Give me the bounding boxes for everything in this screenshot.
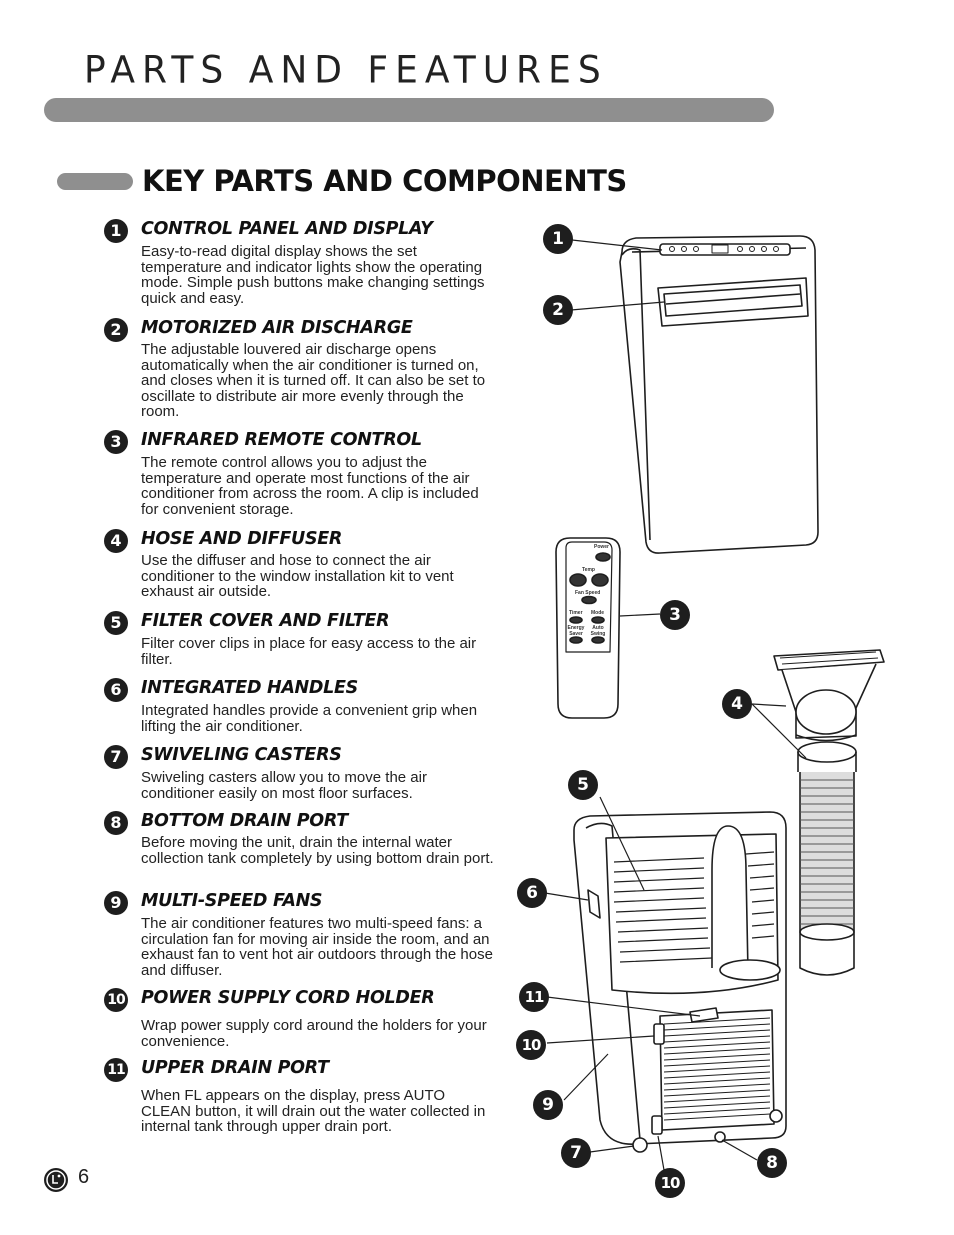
item-title: INTEGRATED HANDLES [141, 678, 358, 698]
item-number: 11 [104, 1058, 128, 1082]
item-number: 7 [104, 745, 128, 769]
callout-2: 2 [543, 295, 573, 325]
item-number: 2 [104, 318, 128, 342]
item-number: 10 [104, 988, 128, 1012]
remote-label-auto-swing: Auto Swing [590, 625, 606, 637]
remote-label-energy-saver: Energy Saver [567, 625, 585, 637]
item-title: POWER SUPPLY CORD HOLDER [141, 988, 435, 1008]
callout-7: 7 [561, 1138, 591, 1168]
lg-logo-icon [44, 1168, 68, 1192]
remote-control-drawing [555, 537, 621, 719]
callout-leaders [544, 239, 807, 1171]
item-title: FILTER COVER AND FILTER [141, 611, 390, 631]
item-description: Wrap power supply cord around the holder… [141, 1017, 487, 1050]
item-description: Before moving the unit, drain the intern… [141, 834, 494, 867]
callout-4: 4 [722, 689, 752, 719]
item-title: BOTTOM DRAIN PORT [141, 811, 348, 831]
remote-label-power: Power [594, 544, 610, 550]
item-description: The remote control allows you to adjust … [141, 454, 479, 518]
remote-label-fan-speed: Fan Speed [575, 590, 601, 596]
item-title: SWIVELING CASTERS [141, 745, 342, 765]
diffuser-drawing [773, 649, 885, 742]
item-title: CONTROL PANEL AND DISPLAY [141, 219, 433, 239]
remote-label-mode: Mode [591, 610, 605, 616]
item-description: Swiveling casters allow you to move the … [141, 769, 427, 802]
item-description: When FL appears on the display, press AU… [141, 1087, 486, 1136]
front-unit-drawing [619, 235, 819, 554]
callout-8: 8 [757, 1148, 787, 1178]
item-description: Filter cover clips in place for easy acc… [141, 635, 477, 668]
item-title: UPPER DRAIN PORT [141, 1058, 329, 1078]
callout-10-lower: 10 [655, 1168, 685, 1198]
section-title: KEY PARTS AND COMPONENTS [142, 164, 627, 198]
item-description: The adjustable louvered air discharge op… [141, 341, 486, 421]
callout-6: 6 [517, 878, 547, 908]
item-description: Easy-to-read digital display shows the s… [141, 243, 485, 307]
hose-drawing [797, 741, 857, 976]
item-number: 5 [104, 611, 128, 635]
remote-label-temp: Temp [582, 567, 595, 573]
callout-3: 3 [660, 600, 690, 630]
item-description: Integrated handles provide a convenient … [141, 702, 478, 735]
title-bar [44, 98, 774, 122]
section-pill [57, 173, 133, 190]
item-description: Use the diffuser and hose to connect the… [141, 552, 454, 601]
item-number: 4 [104, 529, 128, 553]
item-number: 8 [104, 811, 128, 835]
page-title: PARTS AND FEATURES [84, 48, 608, 93]
item-description: The air conditioner features two multi-s… [141, 915, 493, 979]
rear-unit-drawing [573, 811, 787, 1153]
item-number: 3 [104, 430, 128, 454]
callout-11: 11 [519, 982, 549, 1012]
callout-1: 1 [543, 224, 573, 254]
item-title: MOTORIZED AIR DISCHARGE [141, 318, 413, 338]
item-title: HOSE AND DIFFUSER [141, 529, 343, 549]
item-title: MULTI-SPEED FANS [141, 891, 323, 911]
callout-10-upper: 10 [516, 1030, 546, 1060]
remote-label-timer: Timer [569, 610, 583, 616]
item-title: INFRARED REMOTE CONTROL [141, 430, 422, 450]
callout-5: 5 [568, 770, 598, 800]
item-number: 1 [104, 219, 128, 243]
page-number: 6 [78, 1166, 90, 1188]
item-number: 6 [104, 678, 128, 702]
item-number: 9 [104, 891, 128, 915]
callout-9: 9 [533, 1090, 563, 1120]
